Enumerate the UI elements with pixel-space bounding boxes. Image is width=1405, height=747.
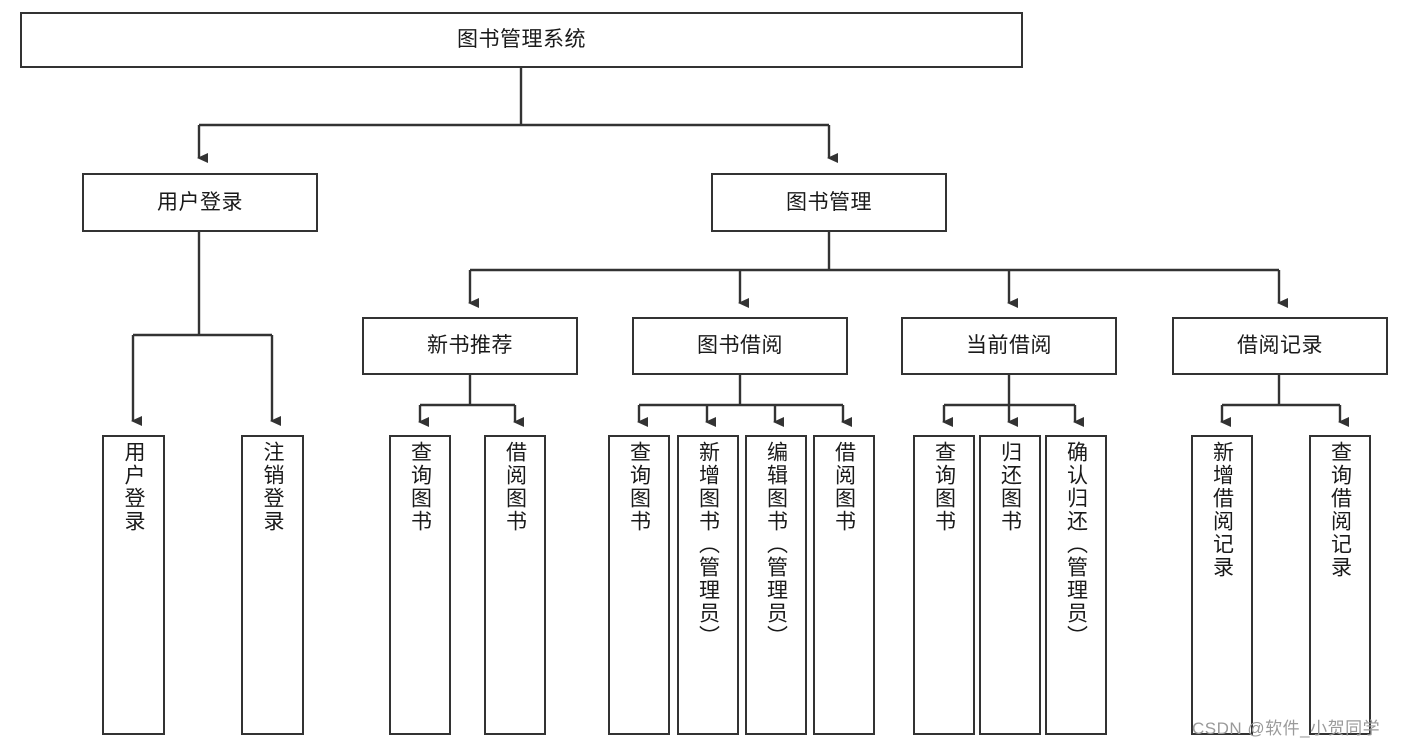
node-label: 用户登录 bbox=[122, 441, 145, 533]
node-label: 借阅图书 bbox=[503, 441, 527, 533]
node-label: 用户登录 bbox=[157, 190, 243, 214]
node-label: 图书管理系统 bbox=[457, 28, 586, 52]
node-current-borrow[interactable]: 当前借阅 bbox=[901, 317, 1117, 375]
node-label: 查询图书 bbox=[627, 441, 651, 533]
leaf-confirm-return-admin[interactable]: 确认归还（管理员） bbox=[1045, 435, 1107, 735]
node-label: 注销登录 bbox=[261, 441, 284, 533]
node-label: 新书推荐 bbox=[427, 334, 513, 358]
node-book-management[interactable]: 图书管理 bbox=[711, 173, 947, 232]
node-label: 新增图书（管理员） bbox=[696, 441, 720, 648]
leaf-logout[interactable]: 注销登录 bbox=[241, 435, 304, 735]
leaf-return-books[interactable]: 归还图书 bbox=[979, 435, 1041, 735]
node-label: 查询借阅记录 bbox=[1328, 441, 1352, 579]
node-root-book-management-system[interactable]: 图书管理系统 bbox=[20, 12, 1023, 68]
leaf-query-books-borrow[interactable]: 查询图书 bbox=[608, 435, 670, 735]
node-label: 当前借阅 bbox=[966, 334, 1052, 358]
watermark-csdn: CSDN @软件_小贺同学 bbox=[1192, 719, 1381, 738]
node-label: 新增借阅记录 bbox=[1210, 441, 1234, 579]
node-label: 借阅图书 bbox=[832, 441, 856, 533]
node-new-book-recommend[interactable]: 新书推荐 bbox=[362, 317, 578, 375]
node-label: 确认归还（管理员） bbox=[1064, 441, 1088, 648]
leaf-add-borrow-record[interactable]: 新增借阅记录 bbox=[1191, 435, 1253, 735]
node-book-borrow[interactable]: 图书借阅 bbox=[632, 317, 848, 375]
leaf-borrow-books-recommend[interactable]: 借阅图书 bbox=[484, 435, 546, 735]
node-label: 编辑图书（管理员） bbox=[764, 441, 788, 648]
node-label: 借阅记录 bbox=[1237, 334, 1323, 358]
node-label: 查询图书 bbox=[408, 441, 432, 533]
leaf-user-login[interactable]: 用户登录 bbox=[102, 435, 165, 735]
leaf-borrow-books[interactable]: 借阅图书 bbox=[813, 435, 875, 735]
node-label: 归还图书 bbox=[998, 441, 1022, 533]
leaf-edit-book-admin[interactable]: 编辑图书（管理员） bbox=[745, 435, 807, 735]
node-label: 图书管理 bbox=[786, 190, 872, 214]
node-borrow-record[interactable]: 借阅记录 bbox=[1172, 317, 1388, 375]
node-user-login[interactable]: 用户登录 bbox=[82, 173, 318, 232]
node-label: 图书借阅 bbox=[697, 334, 783, 358]
leaf-query-borrow-record[interactable]: 查询借阅记录 bbox=[1309, 435, 1371, 735]
leaf-add-book-admin[interactable]: 新增图书（管理员） bbox=[677, 435, 739, 735]
leaf-query-books-recommend[interactable]: 查询图书 bbox=[389, 435, 451, 735]
node-label: 查询图书 bbox=[932, 441, 956, 533]
leaf-query-books-current[interactable]: 查询图书 bbox=[913, 435, 975, 735]
